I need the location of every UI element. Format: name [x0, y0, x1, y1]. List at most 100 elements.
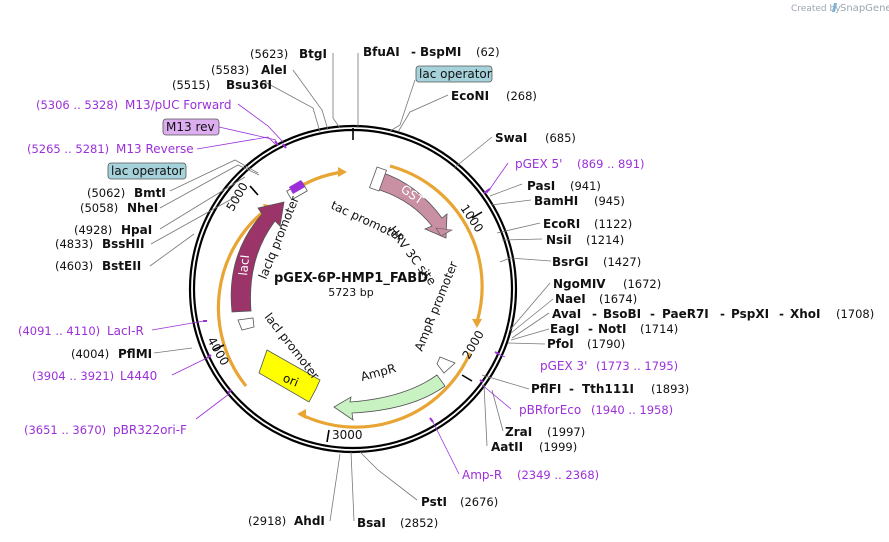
site-hpai: HpaI	[121, 223, 152, 237]
site-bfuai-sep: -	[411, 45, 416, 59]
tick-marks	[212, 128, 483, 443]
orf-arrow-1	[338, 167, 347, 177]
feature-gst-arrow	[372, 171, 448, 239]
primer-pbrforeco: pBRforEco	[519, 403, 581, 417]
site-bsrgi-pos: (1427)	[603, 255, 641, 269]
site-pflmi-pos: (4004)	[71, 347, 109, 361]
site-avai-pos: (1708)	[836, 307, 874, 321]
site-paer7i: PaeR7I	[662, 307, 709, 321]
primer-pgex3: pGEX 3'	[540, 359, 587, 373]
site-nsii-pos: (1214)	[586, 233, 624, 247]
site-zrai-pos: (1997)	[547, 425, 585, 439]
site-bsobi: BsoBI	[603, 307, 641, 321]
feature-ampr-promoter-box	[436, 356, 456, 374]
site-ahdi: AhdI	[294, 514, 325, 528]
site-bmti: BmtI	[134, 186, 166, 200]
primer-pgex5-range: (869 .. 891)	[577, 157, 645, 171]
orf-arc-3	[299, 352, 472, 429]
site-nhei-pos: (5058)	[80, 201, 118, 215]
lac-operator-label-1: lac operator	[419, 67, 492, 81]
primer-amp-r-range: (2349 .. 2368)	[517, 468, 599, 482]
primer-m13rev: M13 Reverse	[116, 142, 194, 156]
site-eagi: EagI	[550, 322, 579, 336]
snapgene-logo: Created by SnapGene	[791, 3, 889, 14]
plasmid-name: pGEX-6P-HMP1_FABD	[274, 271, 428, 286]
site-bsshii-pos: (4833)	[55, 237, 93, 251]
primer-laci-r-range: (4091 .. 4110)	[18, 324, 100, 338]
site-nsii: NsiI	[546, 233, 572, 247]
site-psti: PstI	[421, 495, 447, 509]
tick-1000	[471, 211, 483, 219]
site-avai-sep: -	[592, 307, 597, 321]
site-bmti-pos: (5062)	[87, 186, 125, 200]
site-avai-sep3: -	[720, 307, 725, 321]
tick-4000	[212, 344, 225, 351]
site-bsai: BsaI	[357, 516, 386, 530]
site-swai: SwaI	[495, 131, 527, 145]
m13-rev-box: M13 rev	[162, 118, 220, 136]
snapgene-icon	[832, 3, 837, 12]
primer-marks	[203, 140, 500, 423]
orf-arrow-3	[297, 409, 306, 419]
m13-rev-label: M13 rev	[166, 120, 215, 134]
primer-m13rev-range: (5265 .. 5281)	[27, 142, 109, 156]
site-noti: NotI	[598, 322, 627, 336]
feature-label-ampr: AmpR	[359, 361, 397, 384]
primer-l4440: L4440	[120, 369, 157, 383]
feature-laci-promoter-box	[237, 317, 255, 331]
site-pfoi-pos: (1790)	[587, 337, 625, 351]
site-eagi-pos: (1714)	[640, 322, 678, 336]
site-pfoi: PfoI	[547, 337, 574, 351]
site-nhei: NheI	[127, 201, 158, 215]
primer-leaders	[151, 103, 512, 475]
site-pasi-pos: (941)	[570, 179, 601, 193]
site-bfuai-pos: (62)	[476, 45, 500, 59]
site-pasi: PasI	[527, 179, 555, 193]
orf-arrow-2	[472, 319, 482, 328]
site-econi: EcoNI	[451, 89, 489, 103]
site-avai-sep2: -	[650, 307, 655, 321]
site-bsu36i-pos: (5515)	[172, 78, 210, 92]
primer-pgex5: pGEX 5'	[515, 157, 562, 171]
tick-5000	[249, 185, 259, 196]
lac-operator-box-2: lac operator	[107, 162, 187, 180]
feature-tac-promoter-box	[369, 166, 387, 192]
primer-amp-r: Amp-R	[462, 468, 502, 482]
brand-prefix: Created by	[791, 4, 841, 14]
primer-pbrforeco-range: (1940 .. 1958)	[591, 403, 673, 417]
sites-right: BfuAI - BspMI (62) EcoNI (268) SwaI (685…	[357, 45, 874, 530]
site-pflfi: PflFI	[531, 382, 561, 396]
orf-arc-2	[389, 164, 484, 323]
m13-primer-marks	[288, 180, 306, 194]
tick-3000	[326, 429, 330, 443]
site-bsteii: BstEII	[102, 259, 141, 273]
site-ecori: EcoRI	[543, 217, 580, 231]
feature-ampr-arrow	[333, 374, 446, 421]
site-psti-pos: (2676)	[460, 495, 498, 509]
site-bsteii-pos: (4603)	[55, 259, 93, 273]
orf-arc-4	[216, 206, 269, 388]
primer-laci-r: LacI-R	[107, 324, 144, 338]
site-eagi-sep: -	[588, 322, 593, 336]
site-alei-pos: (5583)	[211, 63, 249, 77]
lac-operator-box-1: lac operator	[415, 65, 493, 83]
site-ecori-pos: (1122)	[594, 217, 632, 231]
backbone-outer	[188, 124, 518, 454]
site-hpai-pos: (4928)	[74, 223, 112, 237]
plasmid-size: 5723 bp	[328, 286, 373, 299]
primer-m13puc: M13/pUC Forward	[125, 98, 232, 112]
site-bsrgi: BsrGI	[552, 255, 589, 269]
site-aatii: AatII	[491, 440, 523, 454]
site-btgi: BtgI	[299, 47, 327, 61]
tick-label-3000: 3000	[332, 428, 363, 442]
site-econi-pos: (268)	[506, 89, 537, 103]
site-pspxi: PspXI	[731, 307, 769, 321]
site-ahdi-pos: (2918)	[248, 514, 286, 528]
site-naei-pos: (1674)	[599, 292, 637, 306]
tick-2000	[461, 374, 473, 382]
primer-pbr322ori: pBR322ori-F	[113, 423, 187, 437]
site-zrai: ZraI	[505, 425, 532, 439]
site-bfuai: BfuAI	[363, 45, 400, 59]
lac-operator-label-2: lac operator	[111, 164, 184, 178]
